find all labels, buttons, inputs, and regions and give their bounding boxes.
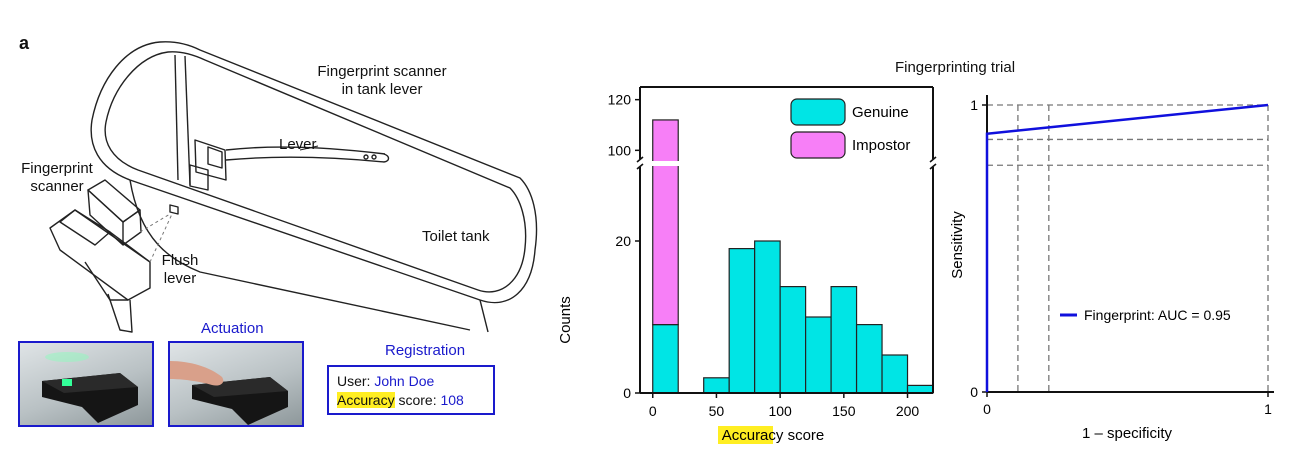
genuine-bar <box>779 286 807 394</box>
xlabel-highlight <box>718 426 773 444</box>
axis-break-mark <box>929 156 937 163</box>
actuation-label: Actuation <box>201 320 264 337</box>
y-tick-label: 100 <box>608 142 632 158</box>
registration-user-row: User: John Doe <box>337 372 485 391</box>
genuine-bar <box>652 324 679 394</box>
xlabel-highlight-word: Accuracy <box>722 427 784 444</box>
toilet-tank-diagram <box>49 41 538 333</box>
histogram-ylabel: Counts <box>557 296 574 344</box>
roc-ylabel: Sensitivity <box>949 211 966 279</box>
x-tick-label: 200 <box>896 403 920 419</box>
roc-x-tick-label: 1 <box>1264 401 1272 417</box>
label-scanner-in-lever: Fingerprint scanner in tank lever <box>302 63 462 99</box>
impostor-bar <box>652 119 679 326</box>
y-tick-label: 120 <box>608 92 632 108</box>
accuracy-word: Accuracy <box>337 392 395 408</box>
histogram-xlabel: Accuracy score <box>722 427 825 444</box>
genuine-bar <box>703 377 730 394</box>
y-tick-label: 0 <box>623 385 631 401</box>
roc-chart: 0 1 0 1 Fingerprint: AUC = 0.95 Sensitivity… <box>949 95 1274 442</box>
axis-break-mark <box>636 163 644 170</box>
label-scanner-in-lever-line1: Fingerprint scanner <box>317 63 447 80</box>
x-tick-label: 150 <box>832 403 856 419</box>
roc-x-tick-label: 0 <box>983 401 991 417</box>
genuine-bar <box>728 248 756 394</box>
user-value: John Doe <box>374 373 435 389</box>
axis-break-mark <box>929 163 937 170</box>
registration-box: User: John Doe Accuracy score: 108 <box>327 365 495 415</box>
score-label: score: <box>398 392 437 408</box>
histogram-axes: 0 50 100 150 200 0 20 100 120 <box>608 86 937 419</box>
label-scanner-in-lever-line2: in tank lever <box>341 81 423 98</box>
roc-xlabel: 1 – specificity <box>1082 425 1173 442</box>
genuine-bar <box>754 240 781 394</box>
roc-reference-lines <box>987 104 1269 392</box>
genuine-bar <box>830 286 858 394</box>
label-flush-lever-line1: Flush <box>161 252 199 269</box>
xlabel-rest: score <box>783 427 824 444</box>
photo-scanner-actuation <box>168 341 304 427</box>
finger-on-scanner-icon <box>170 361 288 425</box>
y-tick-label: 20 <box>615 233 631 249</box>
user-label: User: <box>337 373 371 389</box>
registration-title: Registration <box>385 342 466 359</box>
label-fingerprint-scanner-line1: Fingerprint <box>21 160 93 177</box>
label-lever: Lever <box>279 136 317 153</box>
roc-legend-label: Fingerprint: AUC = 0.95 <box>1084 307 1231 323</box>
x-tick-label: 100 <box>768 403 792 419</box>
x-tick-label: 50 <box>709 403 725 419</box>
score-value: 108 <box>440 392 464 408</box>
genuine-bar <box>855 324 883 394</box>
roc-series <box>985 103 1269 392</box>
genuine-bar <box>881 354 909 394</box>
roc-y-tick-label: 1 <box>970 97 978 113</box>
registration-score-row: Accuracy score: 108 <box>337 391 485 410</box>
panel-label: a <box>19 33 30 53</box>
x-tick-label: 0 <box>649 403 657 419</box>
label-fingerprint-scanner-line2: scanner <box>30 178 84 195</box>
roc-axes: 0 1 0 1 <box>970 95 1274 417</box>
label-fingerprint-scanner: Fingerprint scanner <box>12 160 102 196</box>
genuine-bar <box>805 316 832 394</box>
label-flush-lever-line2: lever <box>163 270 197 287</box>
label-toilet-tank: Toilet tank <box>422 228 490 245</box>
bar-break-gap <box>651 161 680 166</box>
legend-label-genuine: Genuine <box>852 104 909 121</box>
figure-title: Fingerprinting trial <box>894 59 1016 76</box>
roc-y-tick-label: 0 <box>970 384 978 400</box>
axis-break-mark <box>636 156 644 163</box>
legend-swatch-genuine <box>790 98 846 126</box>
histogram-bars <box>651 119 934 394</box>
label-flush-lever: Flush lever <box>150 252 210 288</box>
scanner-device-icon <box>42 352 138 423</box>
genuine-bar <box>906 384 934 394</box>
legend-swatch-impostor <box>790 131 846 159</box>
photo-scanner-idle <box>18 341 154 427</box>
legend-label-impostor: Impostor <box>852 137 910 154</box>
roc-legend: Fingerprint: AUC = 0.95 <box>1060 307 1231 323</box>
roc-curve <box>985 103 1269 392</box>
